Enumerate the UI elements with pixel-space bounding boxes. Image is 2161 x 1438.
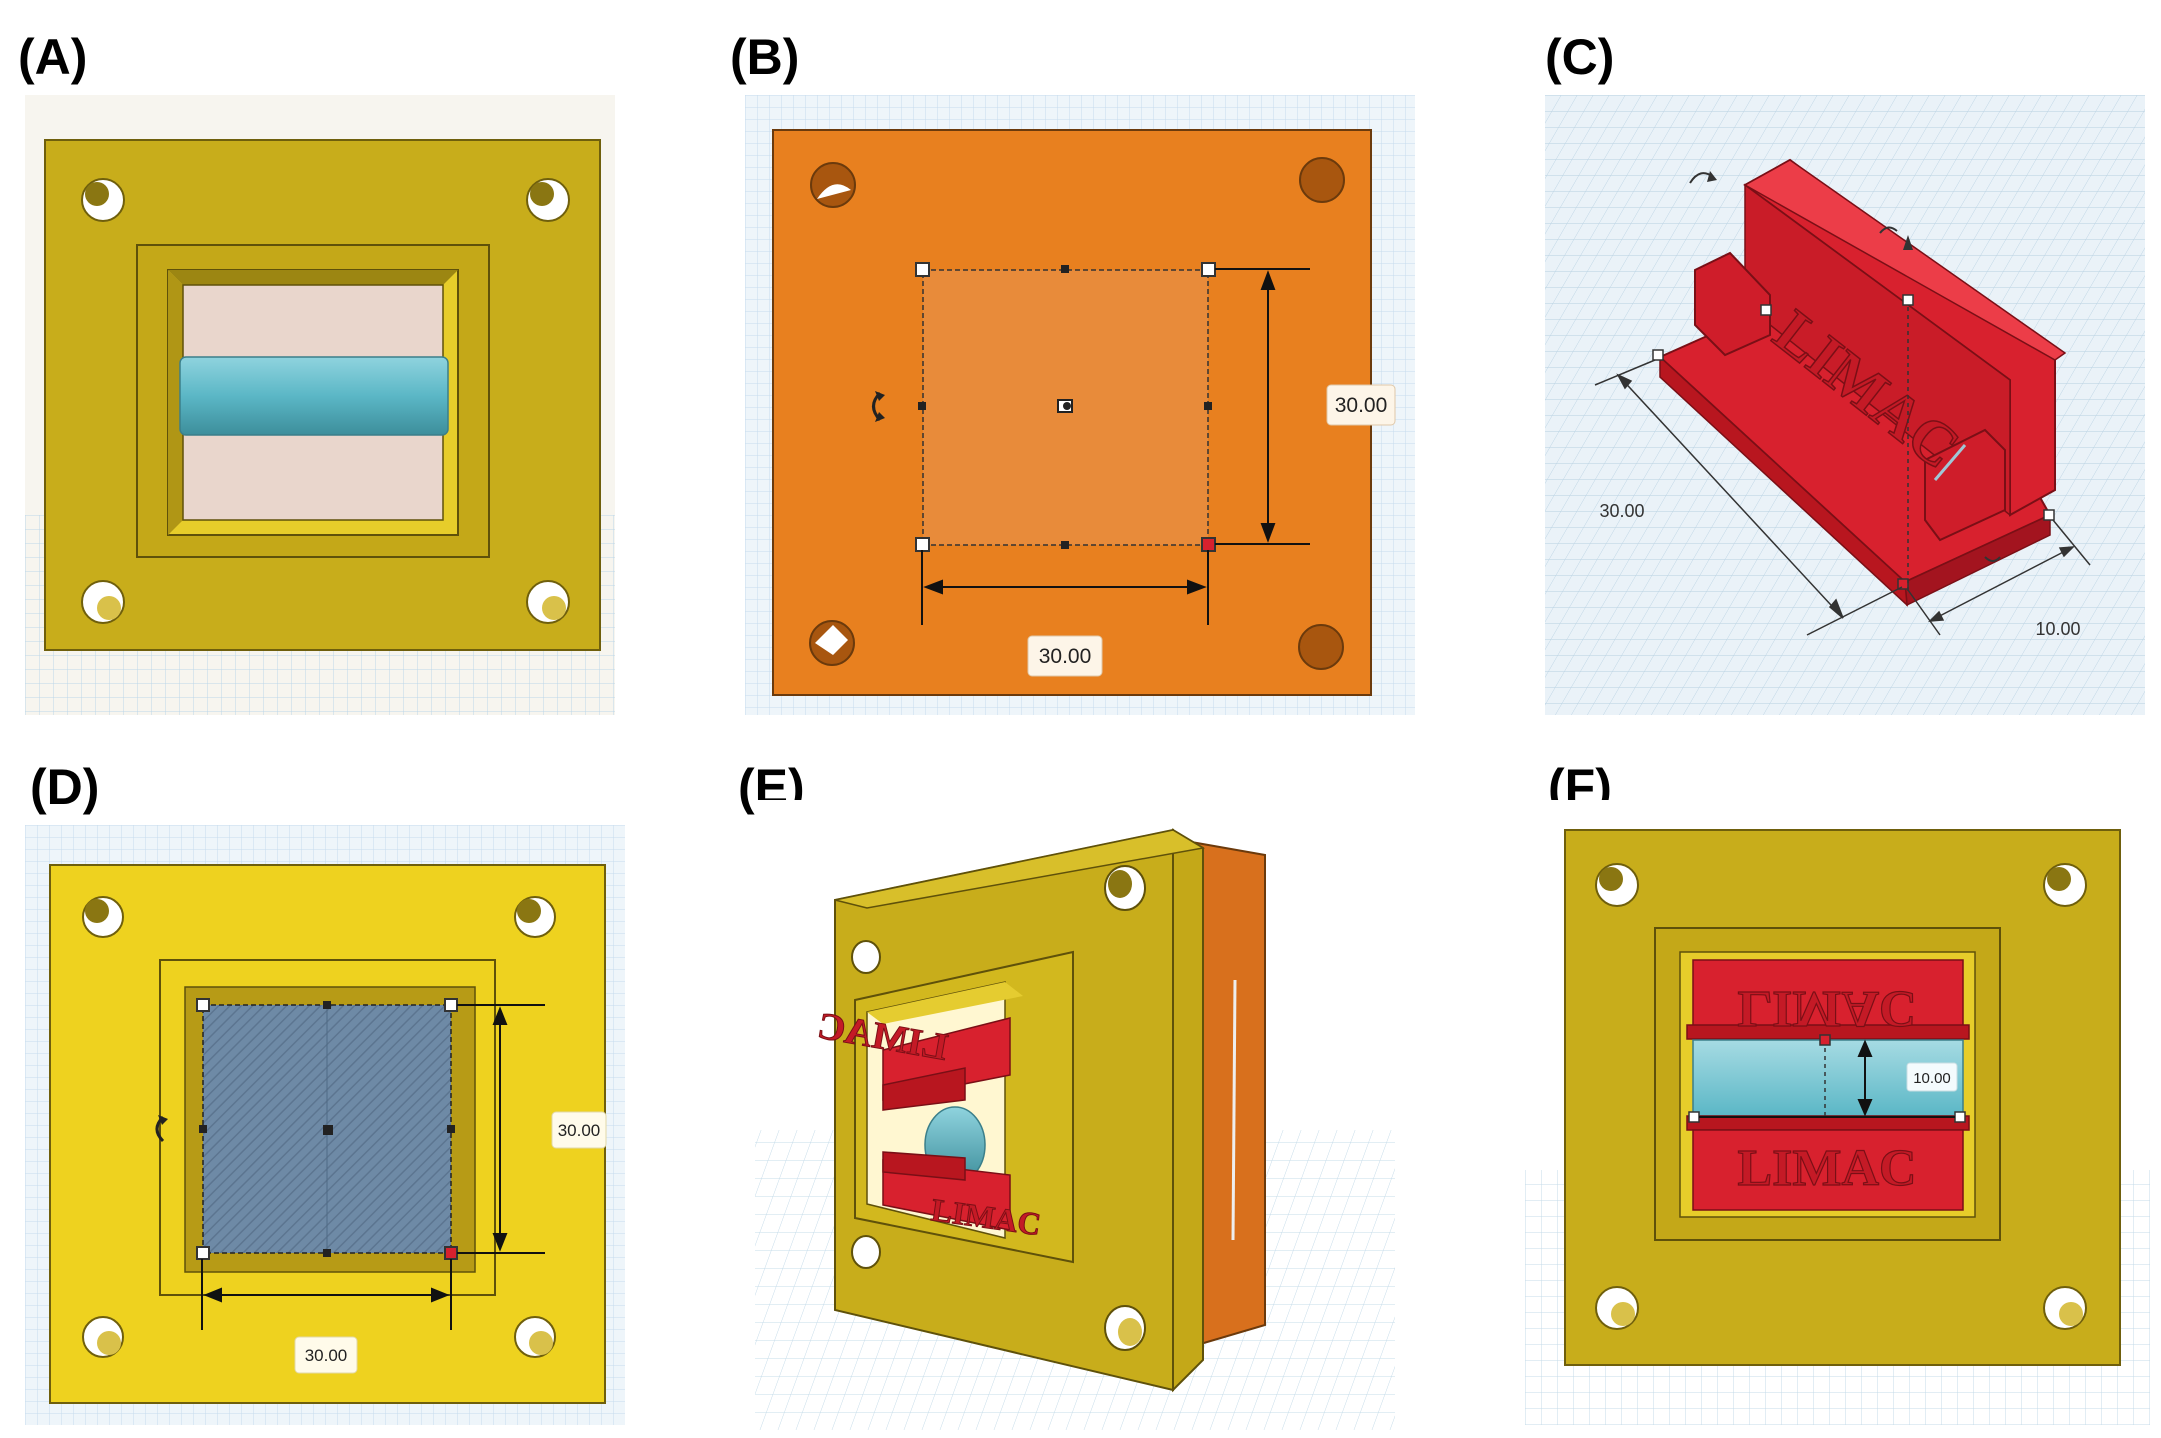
embossed-text-top: LIMAC xyxy=(1737,980,1916,1037)
width-dimension-line xyxy=(921,550,1209,625)
center-marker-icon xyxy=(1057,399,1073,413)
mounting-hole xyxy=(81,580,125,624)
gap-dimension-box[interactable] xyxy=(1906,1062,1958,1092)
panel-label-b: (B) xyxy=(730,29,800,85)
mounting-hole xyxy=(82,1316,124,1358)
mounting-hole xyxy=(514,1316,556,1358)
cylinder-rod xyxy=(179,356,449,436)
mounting-hole xyxy=(1595,863,1639,907)
width-dimension-value: 30.00 xyxy=(1039,645,1092,668)
depth-dimension-line xyxy=(1907,519,2091,636)
insert-bottom xyxy=(882,1159,1011,1231)
panel-c-red-insert-3d: LIMAC 30.00 10.00 xyxy=(1545,95,2145,715)
height-dimension-box[interactable] xyxy=(551,1111,607,1149)
gap-dimension-value: 10.00 xyxy=(1913,1070,1951,1087)
rotate-arrow-icon[interactable] xyxy=(1879,226,1898,234)
rotate-arrow-icon[interactable] xyxy=(1689,171,1717,184)
mounting-hole xyxy=(809,620,855,666)
resize-handles[interactable] xyxy=(196,998,458,1260)
height-dimension-line xyxy=(1215,268,1310,545)
mounting-hole xyxy=(2043,1286,2087,1330)
panel-label-d: (D) xyxy=(30,759,100,815)
gap-dimension-line xyxy=(1699,1039,1955,1118)
mounting-hole xyxy=(851,1235,881,1269)
insert-right-block xyxy=(1924,428,2006,542)
panel-b-orange-plate: 30.00 30.00 xyxy=(745,95,1415,715)
mounting-hole xyxy=(2043,863,2087,907)
width-dimension-box[interactable] xyxy=(294,1336,358,1374)
mounting-hole xyxy=(514,896,556,938)
mounting-hole xyxy=(1299,157,1345,203)
mounting-hole xyxy=(1104,1305,1146,1351)
rotate-arrow-icon[interactable] xyxy=(1984,556,2001,562)
height-dimension-value: 30.00 xyxy=(1335,394,1388,417)
mounting-hole xyxy=(1104,865,1146,911)
panel-label-c: (C) xyxy=(1545,29,1615,85)
embossed-text-bottom: LIMAC xyxy=(1737,1140,1916,1197)
resize-handles[interactable] xyxy=(1688,1034,1966,1123)
depth-dimension-value: 10.00 xyxy=(2035,619,2080,639)
mounting-hole xyxy=(82,896,124,938)
width-dimension-line xyxy=(201,1259,452,1330)
panel-a-mold-front xyxy=(25,95,615,715)
mounting-hole xyxy=(1298,624,1344,670)
mounting-hole xyxy=(1595,1286,1639,1330)
resize-handles[interactable] xyxy=(1652,294,2055,590)
mounting-hole xyxy=(851,940,881,974)
height-dimension-line xyxy=(457,1004,545,1254)
mounting-hole xyxy=(526,580,570,624)
width-dimension-value: 30.00 xyxy=(305,1346,348,1365)
width-dimension-box[interactable] xyxy=(1027,635,1103,677)
panel-e-assembled-mold-3d: LIMAC LIMAC xyxy=(755,800,1395,1430)
height-dimension-box[interactable] xyxy=(1326,384,1396,426)
mounting-hole xyxy=(810,162,856,208)
panel-d-yellow-plate-cutout: 30.00 30.00 xyxy=(25,825,625,1425)
resize-handles[interactable] xyxy=(915,262,1216,552)
mounting-hole xyxy=(81,178,125,222)
panel-f-mold-with-inserts: LIMAC LIMAC 10.00 xyxy=(1525,800,2150,1425)
panel-label-a: (A) xyxy=(18,29,88,85)
length-dimension-value: 30.00 xyxy=(1599,501,1644,521)
insert-bottom xyxy=(1692,1129,1964,1211)
mounting-hole xyxy=(526,178,570,222)
height-dimension-value: 30.00 xyxy=(558,1121,601,1140)
length-dimension-line xyxy=(1594,359,1903,636)
insert-left-block xyxy=(1694,251,1771,357)
